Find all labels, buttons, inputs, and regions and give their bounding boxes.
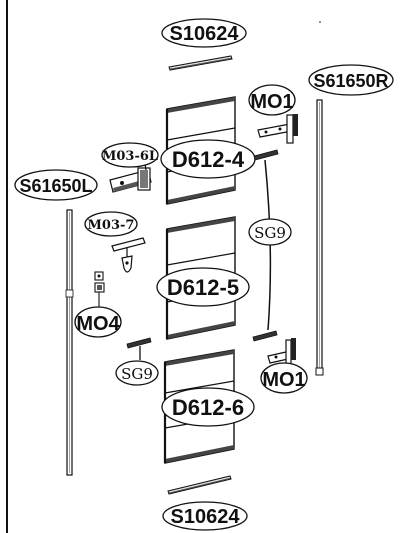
latch-label: M03-6L xyxy=(102,149,158,164)
strap-lower-callout: SG9 xyxy=(115,360,159,386)
stop-block-part xyxy=(94,271,105,308)
hinge-top-callout: MO1 xyxy=(248,84,296,116)
panel-bottom-callout: D612-6 xyxy=(161,387,255,427)
strap-lower-label: SG9 xyxy=(121,365,153,383)
left-post-callout: S61650L xyxy=(14,169,98,201)
stop-block-callout: MO4 xyxy=(74,306,122,338)
left-post-part xyxy=(65,209,74,476)
right-post-callout: S61650R xyxy=(308,64,394,96)
right-post-label: S61650R xyxy=(313,71,388,91)
hinge-bottom-callout: MO1 xyxy=(260,362,308,394)
hinge-top-label: MO1 xyxy=(250,91,293,113)
strap-upper-callout: SG9 xyxy=(248,218,292,246)
strap-part xyxy=(252,149,279,342)
handle-part xyxy=(111,237,146,273)
left-post-label: S61650L xyxy=(19,176,92,196)
latch-callout: M03-6L xyxy=(101,142,159,168)
strap-upper-label: SG9 xyxy=(254,224,286,242)
hinge-bottom-part xyxy=(267,338,296,367)
right-post-part xyxy=(315,99,324,376)
stray-dot xyxy=(319,21,321,23)
panel-top-callout: D612-4 xyxy=(160,139,256,179)
hinge-bottom-label: MO1 xyxy=(262,369,305,391)
panel-bottom-label: D612-6 xyxy=(172,395,244,420)
panel-middle-label: D612-5 xyxy=(167,275,239,300)
bottom-rail-label: S10624 xyxy=(171,506,241,528)
panel-top-label: D612-4 xyxy=(172,147,245,172)
bottom-rail-part xyxy=(167,475,232,495)
handle-label: M03-7 xyxy=(88,218,135,233)
strap-lower-part xyxy=(126,337,152,360)
top-rail-label: S10624 xyxy=(170,23,240,45)
stop-block-label: MO4 xyxy=(76,313,120,335)
top-rail-part xyxy=(168,55,233,71)
handle-callout: M03-7 xyxy=(84,211,138,237)
bottom-rail-callout: S10624 xyxy=(162,501,248,531)
top-rail-callout: S10624 xyxy=(161,18,247,48)
latch-part xyxy=(109,157,152,193)
panel-middle-callout: D612-5 xyxy=(156,267,250,307)
hinge-top-part xyxy=(257,114,298,144)
